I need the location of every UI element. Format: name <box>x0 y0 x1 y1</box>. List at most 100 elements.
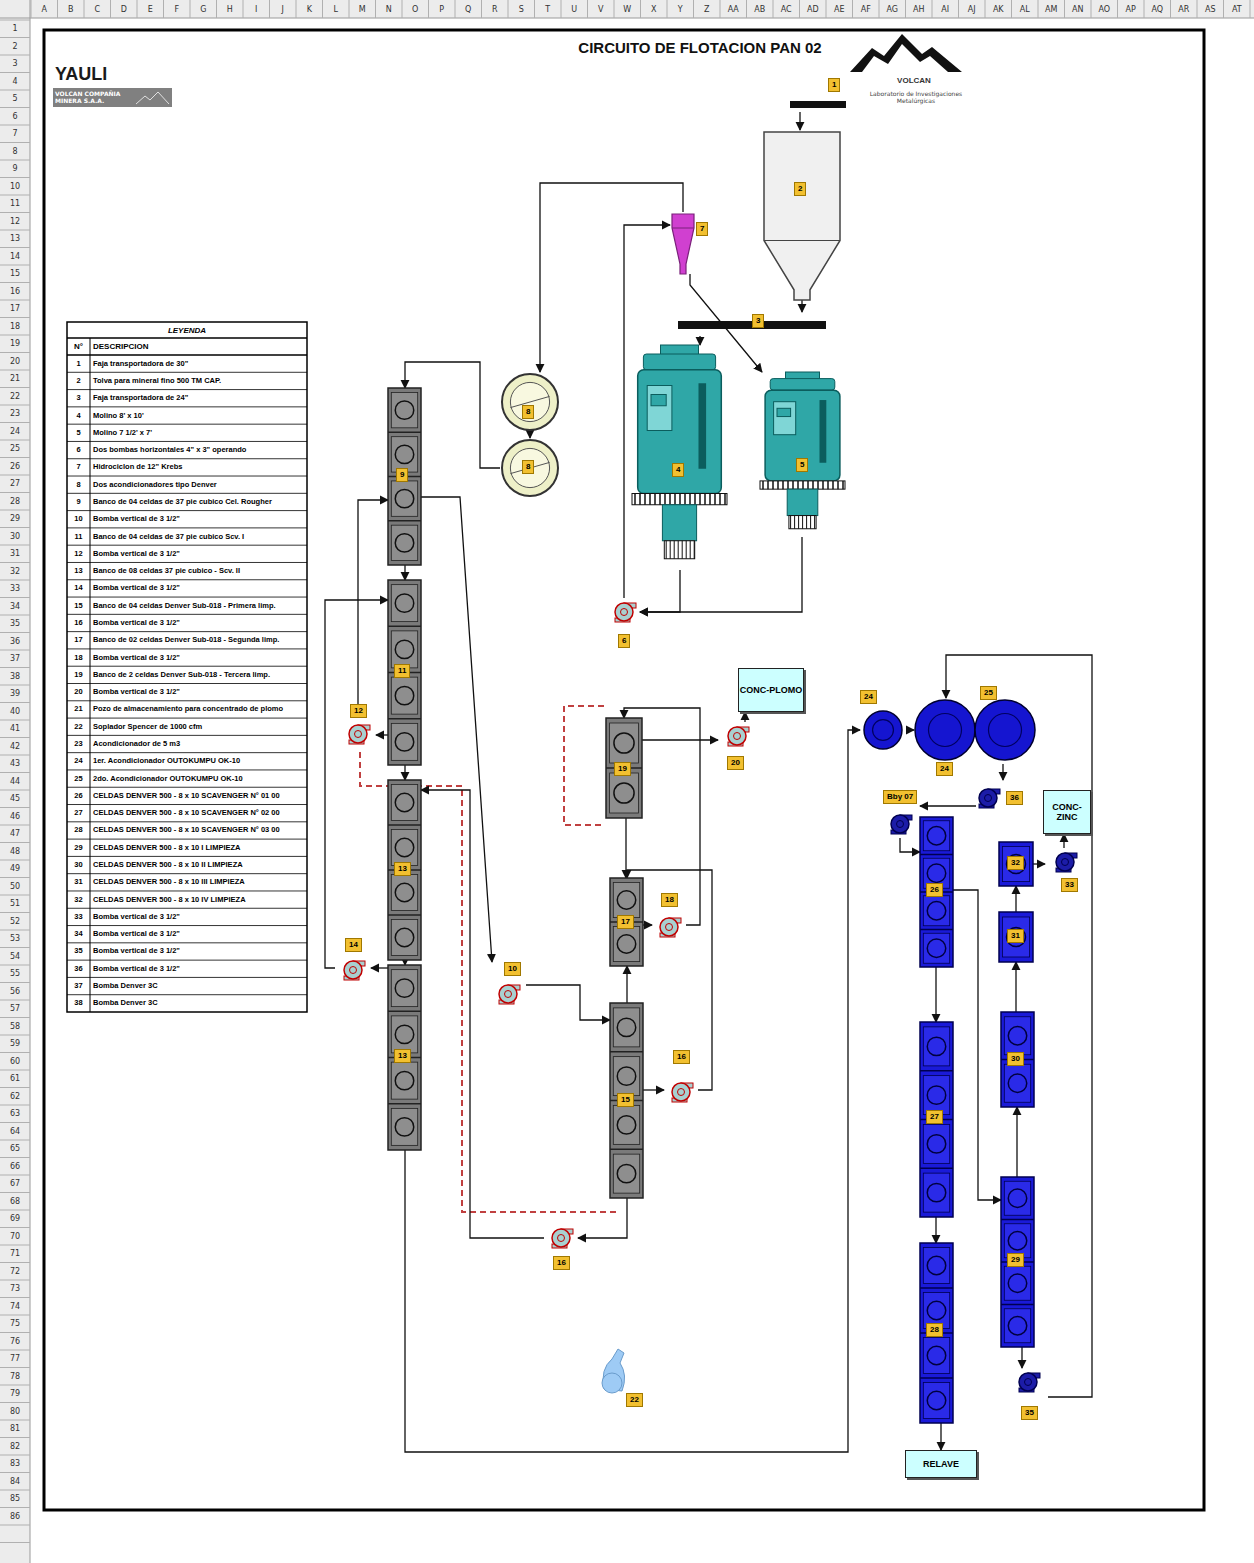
mill-grate-bar <box>792 481 794 489</box>
sheet-grid-line <box>0 457 30 458</box>
mill-grate-bar <box>787 481 789 489</box>
sheet-grid-line <box>0 545 30 546</box>
label-wrap: 28 <box>67 822 90 839</box>
cell-tank <box>923 1383 949 1419</box>
row-number: 53 <box>10 934 20 943</box>
table-number: 9 <box>76 498 80 506</box>
sheet-grid-line <box>1091 0 1092 18</box>
hydrocyclone: 7 <box>670 212 712 274</box>
label-wrap: 37 <box>67 977 90 994</box>
label-wrap: Bomba vertical de 3 1/2" <box>93 511 305 528</box>
row-number: 37 <box>10 654 20 663</box>
label-wrap: Bomba vertical de 3 1/2" <box>93 614 305 631</box>
legend-table-rule <box>67 787 307 788</box>
cell-bank <box>388 388 421 565</box>
label-wrap: 60 <box>0 1053 30 1071</box>
label-wrap: 11 <box>0 195 30 213</box>
callout-number: 29 <box>1007 1253 1024 1267</box>
flow-line <box>799 112 800 130</box>
callout-number: 32 <box>1007 856 1024 870</box>
label-wrap: Tolva para mineral fino 500 TM CAP. <box>93 372 305 389</box>
sheet-grid-line <box>1038 0 1039 18</box>
table-number: 16 <box>74 619 82 627</box>
row-number: 2 <box>12 42 17 51</box>
label-wrap: 31 <box>67 874 90 891</box>
sheet-grid-line <box>985 0 986 18</box>
row-number: 49 <box>10 864 20 873</box>
label-wrap: Y <box>667 1 694 17</box>
label-wrap: 2 <box>0 38 30 56</box>
column-letter: AH <box>913 5 925 14</box>
flotation-bank: 13 <box>388 780 421 960</box>
mill-trommel-bar <box>806 516 807 529</box>
label-wrap: Bomba Denver 3C <box>93 995 305 1012</box>
mill-grate-bar <box>684 494 686 505</box>
sheet-grid-line <box>375 0 376 18</box>
table-description: 1er. Acondicionador OUTOKUMPU OK-10 <box>93 757 240 765</box>
sheet-grid-line <box>958 0 959 18</box>
label-wrap: I <box>243 1 270 17</box>
logo-text: VOLCAN <box>897 76 931 85</box>
flow-line <box>1016 1107 1017 1177</box>
row-number: 10 <box>10 182 20 191</box>
sheet-grid-line <box>0 352 30 353</box>
mill-panel <box>777 408 791 416</box>
table-description: Dos bombas horizontales 4" x 3" operando <box>93 446 246 454</box>
label-wrap: Soplador Spencer de 1000 cfm <box>93 718 305 735</box>
sheet-grid-line <box>0 1210 30 1211</box>
cell-tank <box>923 1076 949 1115</box>
label-wrap: 17 <box>0 300 30 318</box>
label-wrap: 32 <box>67 891 90 908</box>
row-number: 50 <box>10 882 20 891</box>
label-wrap: Bomba vertical de 3 1/2" <box>93 580 305 597</box>
label-wrap: J <box>270 1 297 17</box>
cell-tank <box>391 525 417 560</box>
sheet-grid-line <box>0 1087 30 1088</box>
mill-liner <box>820 400 827 463</box>
sheet-grid-line <box>0 1437 30 1438</box>
sheet-grid-line <box>0 895 30 896</box>
table-description: Banco de 04 celdas de 37 pie cubico Cel.… <box>93 498 272 506</box>
equipment-drawing <box>632 345 727 570</box>
title-wrap: CIRCUITO DE FLOTACION PAN 02 <box>550 36 850 58</box>
cell-impeller <box>1008 1074 1026 1092</box>
column-letter: E <box>148 5 153 14</box>
table-description: Bomba vertical de 3 1/2" <box>93 947 180 955</box>
legend-table-rule <box>67 666 307 667</box>
table-number: 18 <box>74 654 82 662</box>
row-number: 76 <box>10 1337 20 1346</box>
table-description: Bomba vertical de 3 1/2" <box>93 584 180 592</box>
sheet-grid-line <box>0 965 30 966</box>
pump-eye <box>666 924 673 931</box>
sheet-grid-line <box>57 0 58 18</box>
pump-body <box>499 985 517 1003</box>
row-number: 40 <box>10 707 20 716</box>
label-wrap: 9 <box>67 493 90 510</box>
row-number: 6 <box>12 112 17 121</box>
table-number: 24 <box>74 757 82 765</box>
flow-line <box>935 1217 936 1243</box>
flow-line <box>640 570 680 612</box>
flow-line <box>540 183 683 372</box>
cell-impeller <box>927 1086 945 1104</box>
product-box: CONC-PLOMO <box>738 668 804 712</box>
flow-line <box>404 765 405 780</box>
label-wrap: AF <box>853 1 880 17</box>
flow-line <box>625 818 626 878</box>
label-wrap: 33 <box>0 580 30 598</box>
column-letter: AC <box>781 5 792 14</box>
legend-table-rule <box>67 545 307 546</box>
sheet-grid-line <box>0 1052 30 1053</box>
table-description: Bomba vertical de 3 1/2" <box>93 619 180 627</box>
column-letter: N <box>386 5 392 14</box>
cell-impeller <box>617 1116 635 1134</box>
sheet-grid-line <box>0 335 30 336</box>
sheet-grid-line <box>0 580 30 581</box>
sheet-grid-line <box>0 212 30 213</box>
mill-panel <box>647 386 672 431</box>
label-wrap: 23 <box>0 405 30 423</box>
sheet-grid-line <box>163 0 164 18</box>
sheet-grid-line <box>481 0 482 18</box>
label-wrap: W <box>614 1 641 17</box>
